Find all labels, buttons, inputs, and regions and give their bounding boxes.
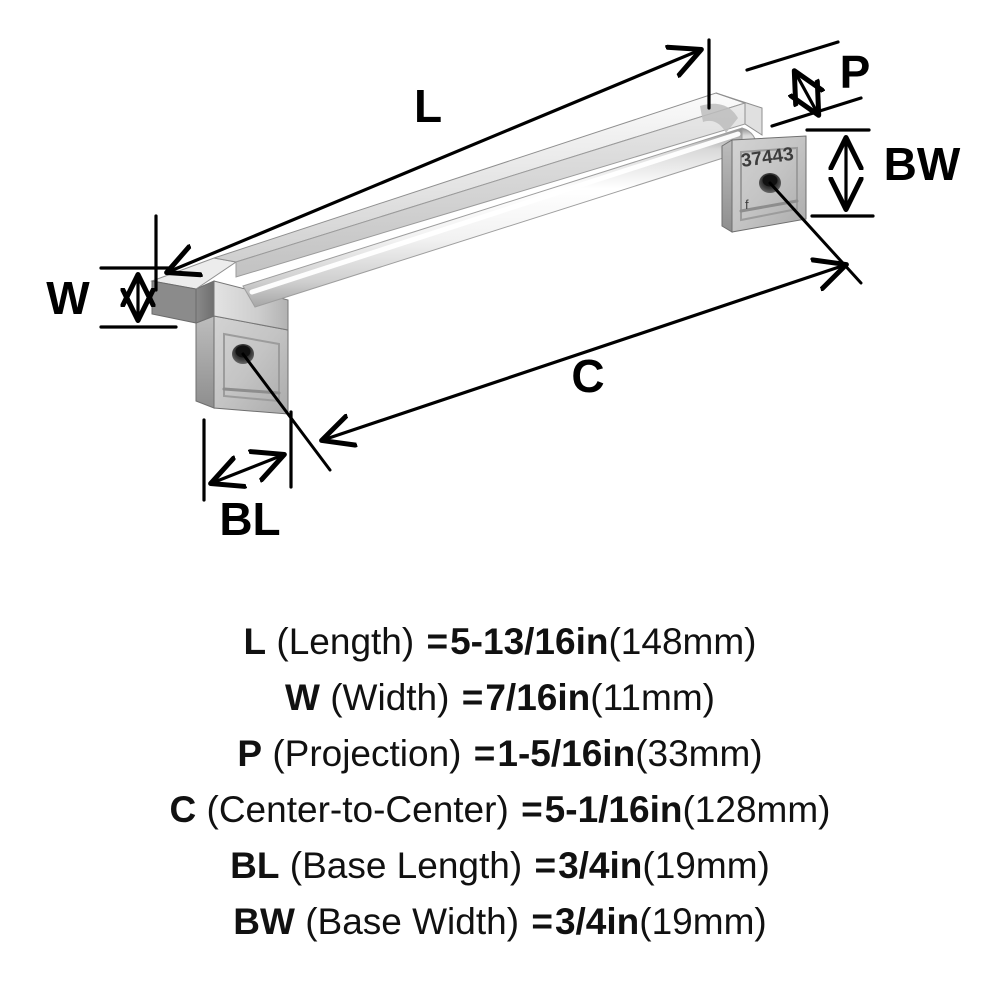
engraved-mark: f — [745, 197, 749, 212]
spec-metric-bl: (19mm) — [642, 845, 770, 886]
right-plate-recess — [740, 146, 798, 222]
elbow-shadow — [700, 103, 738, 133]
spec-imperial-p: 1-5/16in — [497, 733, 636, 774]
right-plate-edge — [721, 139, 733, 233]
spec-metric-p: (33mm) — [635, 733, 763, 774]
spec-eq-c: = — [521, 789, 543, 830]
label-length: L — [414, 80, 442, 132]
c-dimension-arrow — [323, 265, 845, 440]
spec-eq-p: = — [473, 733, 496, 774]
spec-eq-l: = — [426, 621, 449, 662]
p-extension-upper — [745, 40, 840, 72]
p-dimension-arrow — [795, 72, 818, 114]
spec-eq-bl: = — [534, 845, 557, 886]
spec-abbr-c: C — [169, 789, 197, 830]
spec-abbr-l: L — [243, 621, 267, 662]
l-dimension-arrow — [168, 50, 700, 272]
handle-diagram-svg: 37443 f — [46, 38, 961, 545]
spec-abbr-bl: BL — [230, 845, 280, 886]
spec-abbr-bw: BW — [233, 901, 295, 942]
spec-abbr-p: P — [237, 733, 263, 774]
label-width: W — [46, 272, 90, 324]
spec-row-base-width: BW (Base Width) =3/4in(19mm) — [233, 894, 766, 950]
specification-list: L (Length) =5-13/16in(148mm) W (Width) =… — [0, 600, 1000, 1000]
label-base-length: BL — [219, 493, 280, 545]
spec-metric-bw: (19mm) — [639, 901, 767, 942]
label-projection: P — [840, 46, 871, 98]
spec-row-width: W (Width) =7/16in(11mm) — [285, 670, 715, 726]
dimension-annotations — [99, 38, 875, 502]
spec-imperial-w: 7/16in — [485, 677, 591, 718]
right-elbow-top — [715, 92, 763, 136]
diagram-area: 37443 f — [46, 38, 961, 545]
right-screw-hole-inner — [762, 174, 778, 187]
spec-metric-w: (11mm) — [590, 677, 715, 718]
left-post-face — [213, 280, 289, 331]
spec-imperial-l: 5-13/16in — [450, 621, 609, 662]
spec-name-c: (Center-to-Center) — [206, 789, 509, 830]
spec-abbr-w: W — [285, 677, 320, 718]
spec-name-l: (Length) — [276, 621, 415, 662]
left-mounting-plate — [195, 315, 289, 415]
label-base-width: BW — [884, 138, 961, 190]
spec-metric-c: (128mm) — [682, 789, 831, 830]
left-screw-hole-inner — [235, 345, 251, 358]
spec-name-p: (Projection) — [272, 733, 462, 774]
right-mounting-plate: 37443 f — [721, 135, 807, 233]
spec-row-center-to-center: C (Center-to-Center) =5-1/16in(128mm) — [170, 782, 831, 838]
c-leader-left — [241, 352, 332, 472]
spec-name-bw: (Base Width) — [305, 901, 520, 942]
spec-eq-bw: = — [531, 901, 553, 942]
left-plate-slot — [222, 387, 281, 395]
spec-row-length: L (Length) =5-13/16in(148mm) — [244, 614, 757, 670]
spec-row-base-length: BL (Base Length) =3/4in(19mm) — [230, 838, 770, 894]
spec-name-bl: (Base Length) — [289, 845, 523, 886]
spec-row-projection: P (Projection) =1-5/16in(33mm) — [237, 726, 762, 782]
spec-eq-w: = — [461, 677, 484, 718]
left-plate-edge — [195, 315, 215, 409]
spec-imperial-bl: 3/4in — [558, 845, 643, 886]
spec-imperial-bw: 3/4in — [554, 901, 640, 942]
spec-name-w: (Width) — [330, 677, 450, 718]
spec-imperial-c: 5-1/16in — [544, 789, 683, 830]
label-center-to-center: C — [571, 350, 604, 402]
bl-dimension-arrow — [212, 455, 283, 483]
spec-metric-l: (148mm) — [608, 621, 757, 662]
